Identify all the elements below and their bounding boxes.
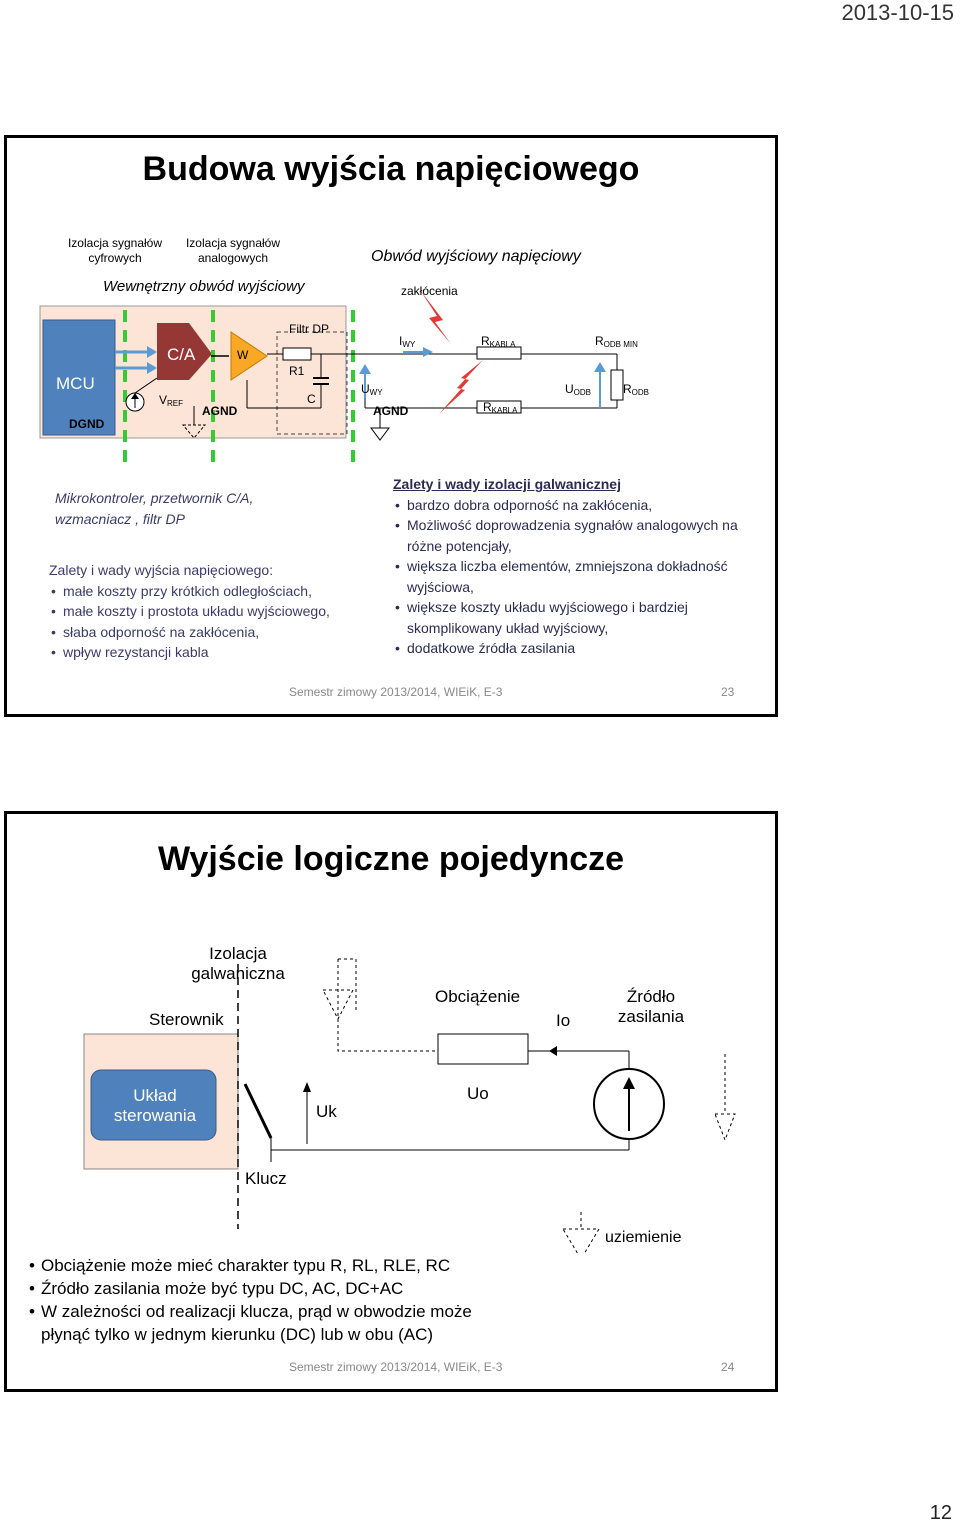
load-resistor: [437, 1033, 529, 1065]
switch-label: Klucz: [245, 1169, 287, 1188]
logic-output-diagram: [83, 958, 736, 1254]
list-item: małe koszty i prostota układu wyjścioweg…: [49, 601, 389, 622]
isolation-digital-label: Izolacja sygnałów cyfrowych: [67, 236, 163, 265]
list-item: wpływ rezystancji kabla: [49, 642, 389, 663]
r1-label: R1: [289, 364, 305, 378]
ground-label: uziemienie: [605, 1229, 682, 1246]
rodbmin-subscript: ODB MIN: [603, 340, 638, 349]
vref-subscript: REF: [167, 399, 184, 408]
slide-24: Wyjście logiczne pojedyncze Izolacja gal…: [4, 811, 778, 1392]
slide-23: Budowa wyjścia napięciowego Izolacja syg…: [4, 135, 778, 717]
list-item: małe koszty przy krótkich odległościach,: [49, 581, 389, 602]
control-unit-label: Układ sterowania: [113, 1086, 197, 1125]
left-list: małe koszty przy krótkich odległościach,…: [49, 581, 389, 663]
isolation-pros-cons: Zalety i wady izolacji galwanicznej bard…: [393, 474, 738, 659]
iwy-subscript: WY: [402, 340, 416, 349]
list-item: Obciążenie może mieć charakter typu R, R…: [27, 1254, 507, 1277]
right-heading: Zalety i wady izolacji galwanicznej: [393, 476, 621, 492]
amplifier-label: W: [237, 348, 249, 362]
uodb-subscript: ODB: [573, 388, 592, 397]
list-item: W zależności od realizacji klucza, prąd …: [27, 1300, 507, 1346]
io-label: Io: [556, 1011, 571, 1030]
slide-title: Wyjście logiczne pojedyncze: [157, 840, 625, 878]
lightning-1: [420, 290, 451, 344]
agnd-label-2: AGND: [373, 404, 409, 418]
page-number: 12: [929, 1502, 952, 1524]
left-heading: Zalety i wady wyjścia napięciowego:: [49, 562, 274, 578]
iwy-label: I: [399, 334, 403, 348]
mcu-block: [42, 319, 116, 436]
rodb-subscript: ODB: [631, 388, 650, 397]
voltage-output-pros-cons: Zalety i wady wyjścia napięciowego: małe…: [49, 560, 389, 663]
list-item: Źródło zasilania może być typu DC, AC, D…: [27, 1277, 507, 1300]
rkabla-bottom-subscript: KABLA: [491, 406, 518, 415]
list-item: słaba odporność na zakłócenia,: [49, 622, 389, 643]
rodb-label: R: [623, 382, 632, 396]
dgnd-label: DGND: [69, 417, 105, 431]
slide-number: 23: [721, 685, 735, 699]
slide-footer: Semestr zimowy 2013/2014, WIEiK, E-3: [289, 1360, 503, 1374]
uo-label: Uo: [467, 1084, 489, 1103]
slide-number: 24: [721, 1360, 735, 1374]
notes-list-wrapper: Obciążenie może mieć charakter typu R, R…: [27, 1254, 507, 1346]
isolation-label: Izolacja galwaniczna: [191, 944, 285, 983]
ground-symbol-top: [322, 989, 354, 1021]
agnd-label-1: AGND: [202, 404, 238, 418]
r1-resistor: [282, 347, 312, 361]
ground-legend-icon: [562, 1228, 600, 1254]
ca-converter-block: [157, 323, 212, 380]
slide-title: Budowa wyjścia napięciowego: [142, 150, 640, 188]
uk-label: Uk: [316, 1102, 337, 1121]
controller-label: Sterownik: [149, 1010, 224, 1029]
c-label: C: [307, 392, 316, 406]
notes-list: Obciążenie może mieć charakter typu R, R…: [27, 1254, 507, 1346]
vref-label: V: [159, 393, 168, 407]
isolation-analog-label: Izolacja sygnałów analogowych: [185, 236, 281, 265]
switch-blade: [243, 1083, 273, 1139]
date: 2013-10-15: [841, 0, 954, 25]
rodb-resistor: [610, 369, 624, 401]
uwy-subscript: WY: [369, 388, 383, 397]
source-label: Źródło zasilania: [617, 987, 685, 1026]
rkabla-bottom-resistor: [476, 400, 522, 414]
rkabla-top-subscript: KABLA: [489, 340, 516, 349]
amplifier-block: [230, 331, 268, 381]
voltage-output-diagram: [39, 290, 624, 468]
filter-box: [276, 331, 348, 435]
internal-circuit-label: Wewnętrzny obwód wyjściowy: [103, 278, 305, 295]
output-circuit-label: Obwód wyjściowy napięciowy: [371, 248, 581, 265]
slide-footer: Semestr zimowy 2013/2014, WIEiK, E-3: [289, 685, 503, 699]
list-item: dodatkowe źródła zasilania: [393, 638, 738, 659]
ca-label: C/A: [167, 345, 196, 364]
rkabla-top-label: R: [481, 334, 490, 348]
lightning-2: [439, 360, 483, 414]
list-item: większa liczba elementów, zmniejszona do…: [393, 556, 738, 597]
diagram-caption: Mikrokontroler, przetwornik C/A, wzmacni…: [55, 490, 254, 527]
load-label: Obciążenie: [435, 987, 521, 1006]
uodb-label: U: [565, 382, 574, 396]
rkabla-bottom-label: R: [483, 400, 492, 414]
rkabla-top-resistor: [476, 346, 522, 360]
mcu-label: MCU: [56, 374, 95, 393]
interference-label: zakłócenia: [401, 284, 458, 298]
filter-label: Filtr DP: [289, 322, 329, 336]
rodbmin-label: R: [595, 334, 604, 348]
control-unit-block: [90, 1069, 217, 1141]
list-item: Możliwość doprowadzenia sygnałów analogo…: [393, 515, 738, 556]
list-item: większe koszty układu wyjściowego i bard…: [393, 597, 738, 638]
uwy-label: U: [361, 382, 370, 396]
list-item: bardzo dobra odporność na zakłócenia,: [393, 495, 738, 516]
right-list: bardzo dobra odporność na zakłócenia, Mo…: [393, 495, 738, 659]
